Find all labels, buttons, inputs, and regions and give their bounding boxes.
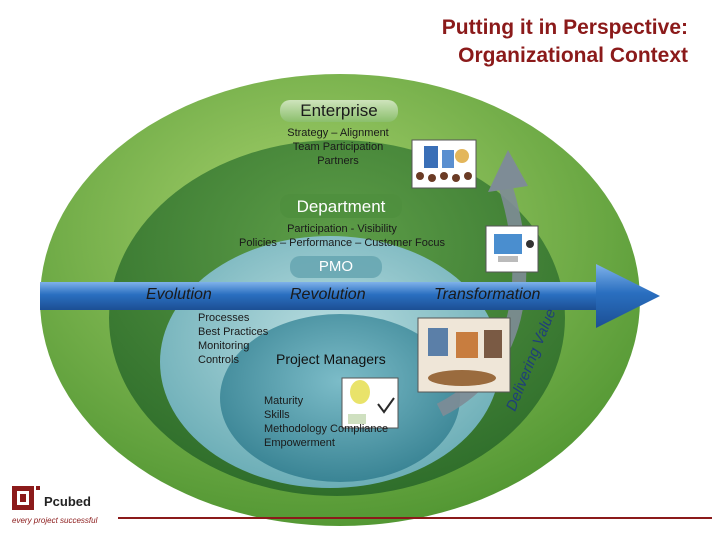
enterprise-team-illustration — [411, 139, 477, 189]
core-item: Skills — [264, 409, 290, 421]
slide-title: Putting it in Perspective: Organizationa… — [442, 14, 688, 70]
logo-name: Pcubed — [44, 494, 91, 509]
footer-rule — [118, 517, 712, 519]
enterprise-item: Partners — [317, 155, 359, 167]
title-line-2: Organizational Context — [458, 44, 688, 67]
department-label: Department — [296, 197, 386, 216]
pmo-item: Best Practices — [198, 326, 269, 338]
department-item: Participation - Visibility — [287, 223, 397, 235]
pmo-item: Processes — [198, 312, 250, 324]
core-item: Methodology Compliance — [264, 423, 389, 435]
pmo-item: Monitoring — [198, 340, 250, 352]
flow-arrow — [40, 264, 660, 328]
enterprise-items: Strategy – Alignment Team Participation … — [258, 126, 418, 168]
enterprise-label: Enterprise — [300, 101, 378, 120]
enterprise-label-band — [280, 100, 398, 122]
pmo-item: Controls — [198, 354, 239, 366]
evolution-label: Evolution — [146, 286, 212, 303]
title-line-1: Putting it in Perspective: — [441, 16, 688, 39]
pcubed-logo-mark — [12, 486, 40, 510]
pmo-label: PMO — [318, 258, 354, 275]
department-computer-illustration — [485, 225, 539, 273]
core-ellipse — [220, 314, 460, 482]
pcubed-logo: Pcubed every project successful — [10, 484, 110, 528]
core-checklist-illustration — [341, 377, 399, 429]
transformation-label: Transformation — [434, 286, 541, 303]
department-label-band — [280, 194, 402, 218]
revolution-label: Revolution — [290, 286, 366, 303]
pmo-label-band — [290, 256, 382, 278]
core-item: Empowerment — [264, 437, 335, 449]
core-item: Maturity — [264, 395, 304, 407]
pmo-items: Processes Best Practices Monitoring Cont… — [198, 311, 298, 367]
project-managers-label: Project Managers — [276, 351, 386, 367]
pmo-meeting-illustration — [417, 317, 511, 393]
department-item: Policies – Performance – Customer Focus — [238, 237, 446, 249]
logo-tagline: every project successful — [12, 516, 98, 525]
enterprise-item: Strategy – Alignment — [287, 127, 389, 139]
enterprise-item: Team Participation — [292, 141, 384, 153]
core-items: Maturity Skills Methodology Compliance E… — [264, 394, 424, 450]
delivering-value-arrowhead — [488, 150, 528, 192]
department-items: Participation - Visibility Policies – Pe… — [200, 222, 484, 250]
